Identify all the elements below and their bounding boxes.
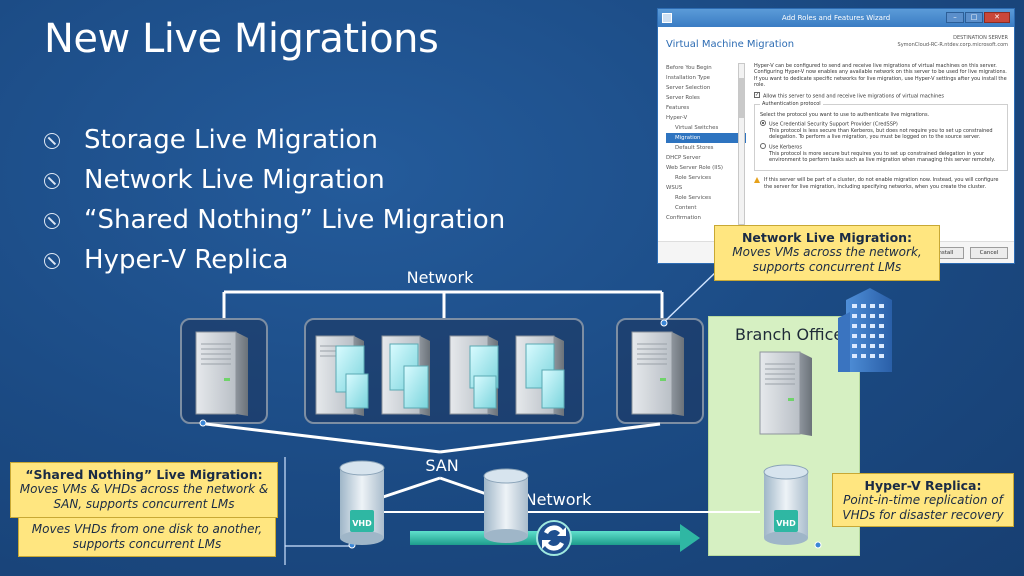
allow-migration-label: Allow this server to send and receive li… (763, 93, 944, 100)
callout-body: Moves VHDs from one disk to another, sup… (31, 522, 263, 551)
sync-arrows-icon (544, 525, 566, 536)
wizard-nav-item[interactable]: Web Server Role (IIS) (666, 165, 723, 171)
wizard-nav-item[interactable]: Installation Type (666, 75, 710, 81)
migration-arrow (410, 520, 700, 556)
wizard-nav-item[interactable]: Content (675, 205, 697, 211)
callout-hyper-v-replica: Hyper-V Replica: Point-in-time replicati… (832, 473, 1014, 527)
wizard-nav-item[interactable]: Features (666, 105, 690, 111)
virtual-machine-icon (403, 365, 429, 409)
close-icon[interactable]: ✕ (984, 12, 1010, 23)
callout-title: Network Live Migration: (741, 230, 913, 245)
wizard-nav-item[interactable]: Confirmation (666, 215, 701, 221)
callout-shared-nothing-live-migration: “Shared Nothing” Live Migration: Moves V… (10, 462, 278, 518)
circle-slash-bullet-icon (44, 133, 60, 149)
bullet-storage-live-migration: Storage Live Migration (44, 120, 505, 160)
vhd-badge (350, 510, 374, 532)
circle-slash-bullet-icon (44, 173, 60, 189)
auth-group-title: Authentication protocol (760, 100, 823, 107)
callout-body: Point-in-time replication of VHDs for di… (842, 493, 1004, 522)
virtual-machine-icon (473, 375, 497, 409)
san-label: SAN (425, 456, 458, 475)
connector-dot (199, 419, 207, 427)
callout-title: Hyper-V Replica: (864, 478, 982, 493)
maximize-icon[interactable]: □ (965, 12, 983, 23)
wizard-nav-item[interactable]: Virtual Switches (675, 125, 719, 131)
server-branch (759, 351, 812, 436)
branch-disk: VHD (763, 464, 809, 545)
authentication-protocol-group: Authentication protocol Select the proto… (754, 100, 1008, 172)
connector-dot (660, 319, 668, 327)
virtual-machine-icon (345, 373, 369, 409)
wizard-nav-item[interactable]: Before You Begin (666, 65, 712, 71)
callout-network-live-migration: Network Live Migration: Moves VMs across… (714, 225, 940, 281)
circle-slash-bullet-icon (44, 213, 60, 229)
svg-text:VHD: VHD (352, 519, 372, 528)
server-left (195, 331, 248, 416)
wizard-content: Hyper-V can be configured to send and re… (754, 63, 1008, 190)
callout-body: Moves VMs & VHDs across the network & SA… (19, 482, 269, 511)
callout-body: Moves VMs across the network, supports c… (732, 245, 922, 274)
bullet-network-live-migration: Network Live Migration (44, 160, 505, 200)
branch-office-label: Branch Office (735, 325, 844, 344)
kerberos-radio-row[interactable]: Use Kerberos (760, 142, 1002, 151)
kerberos-label: Use Kerberos (769, 144, 802, 151)
credssp-description: This protocol is less secure than Kerber… (769, 127, 993, 141)
cluster-host-4 (515, 335, 565, 416)
kerberos-description: This protocol is more secure but require… (769, 150, 996, 163)
nav-scrollbar[interactable] (738, 63, 745, 225)
callout-connector-network (663, 269, 719, 323)
svg-text:VHD: VHD (776, 519, 796, 528)
san-disk-left: VHD (339, 460, 385, 545)
network-bottom-label: Network (525, 490, 593, 509)
wizard-window-title: Add Roles and Features Wizard (781, 14, 891, 22)
cluster-host-3 (449, 335, 499, 416)
bullet-shared-nothing-live-migration: “Shared Nothing” Live Migration (44, 200, 505, 240)
add-roles-features-wizard-window: Add Roles and Features Wizard – □ ✕ Virt… (657, 8, 1015, 264)
network-top-lines (222, 290, 664, 318)
server-manager-icon (662, 13, 672, 23)
destination-server-info: DESTINATION SERVER SymonCloud-RC-R.ntdev… (897, 35, 1008, 48)
office-building-icon (838, 288, 892, 372)
cluster-host-1 (315, 335, 369, 416)
wizard-nav-item[interactable]: Role Services (675, 195, 712, 201)
wizard-nav-item[interactable]: Server Selection (666, 85, 711, 91)
wizard-nav-item[interactable]: WSUS (666, 185, 683, 191)
wizard-titlebar[interactable]: Add Roles and Features Wizard – □ ✕ (658, 9, 1014, 27)
server-right (631, 331, 684, 416)
wizard-page-heading: Virtual Machine Migration (666, 39, 795, 50)
intro-text: Hyper-V can be configured to send and re… (754, 63, 1007, 89)
auth-instruction: Select the protocol you want to use to a… (760, 111, 930, 118)
checkbox-checked-icon[interactable]: ✓ (754, 91, 760, 98)
slide-title: New Live Migrations (44, 16, 439, 62)
wizard-nav-item[interactable]: Migration (666, 133, 746, 143)
allow-migration-checkbox-row[interactable]: ✓Allow this server to send and receive l… (754, 91, 1008, 100)
radio-selected-icon[interactable] (760, 119, 766, 126)
network-top-label: Network (407, 268, 475, 287)
connector-dot (814, 541, 822, 549)
wizard-nav-item[interactable]: Role Services (675, 175, 712, 181)
minimize-icon[interactable]: – (946, 12, 964, 23)
cluster-warning: If this server will be part of a cluster… (754, 177, 1008, 190)
scrollbar-thumb[interactable] (739, 78, 744, 118)
san-disk-right (483, 468, 529, 543)
bullet-list: Storage Live Migration Network Live Migr… (44, 120, 505, 280)
wizard-nav-item[interactable]: DHCP Server (666, 155, 701, 161)
radio-unselected-icon[interactable] (760, 142, 766, 149)
circle-slash-bullet-icon (44, 253, 60, 269)
cluster-host-2 (381, 335, 430, 416)
wizard-nav-item[interactable]: Server Roles (666, 95, 700, 101)
warning-icon (754, 177, 760, 184)
callout-title: “Shared Nothing” Live Migration: (25, 467, 263, 482)
cancel-button[interactable]: Cancel (970, 247, 1008, 259)
vhd-badge (774, 510, 798, 532)
credssp-radio-row[interactable]: Use Credential Security Support Provider… (760, 119, 1002, 128)
bullet-hyper-v-replica: Hyper-V Replica (44, 240, 505, 280)
virtual-machine-icon (541, 369, 565, 409)
credssp-label: Use Credential Security Support Provider… (769, 121, 898, 128)
wizard-nav-item[interactable]: Hyper-V (666, 115, 688, 121)
wizard-nav-item[interactable]: Default Stores (675, 145, 714, 151)
